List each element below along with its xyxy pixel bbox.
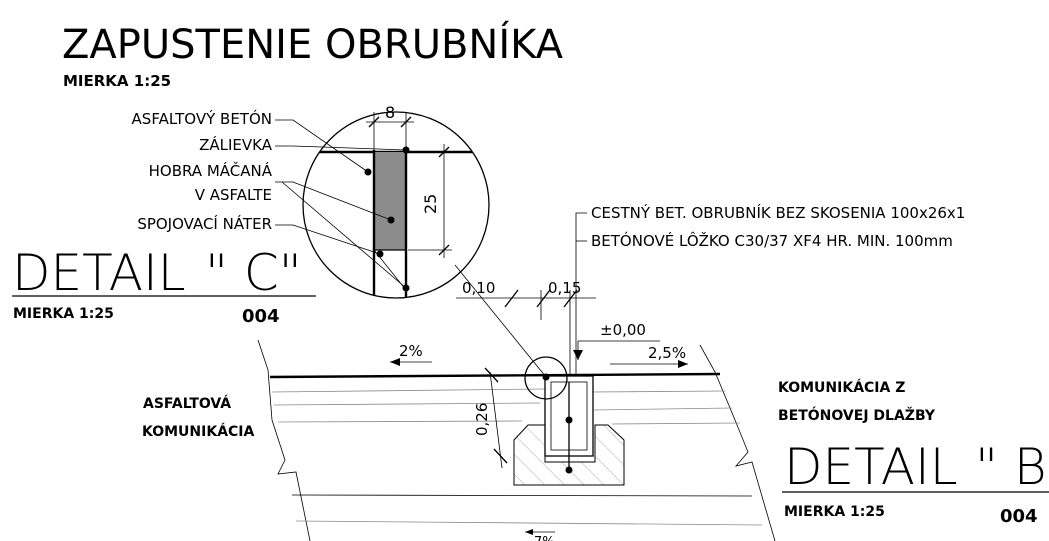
detail-b-letter: " B' [975,438,1049,496]
road-surface-line [269,372,721,379]
label-hobra-line2: V ASFALTE [195,186,272,204]
detail-c-marker-circle [524,356,568,400]
dimension-curb-height: 0,26 [473,403,491,436]
dimension-curb-width: 0,15 [548,279,581,297]
detail-c-word: DETAIL [12,244,186,302]
slope-left: 2% [399,342,423,360]
label-asphalt-concrete: ASFALTOVÝ BETÓN [132,109,272,128]
slope-bottom: 7% [534,535,555,541]
label-concrete-bed: BETÓNOVÉ LÔŽKO C30/37 XF4 HR. MIN. 100mm [591,231,953,250]
detail-c-scale: MIERKA 1:25 [13,306,114,322]
label-sealant: ZÁLIEVKA [199,135,273,154]
curb-cross-section [257,212,776,541]
label-asphalt-road-line1: ASFALTOVÁ [143,395,231,412]
label-paving-road-line1: KOMUNIKÁCIA Z [778,379,905,396]
detail-c-width-dimension: 8 [385,103,395,122]
detail-b-sheet: 004 [1000,506,1038,527]
drawing-scale: MIERKA 1:25 [63,72,171,90]
label-tack-coat: SPOJOVACÍ NÁTER [137,214,272,233]
label-hobra-line1: HOBRA MÁČANÁ [149,161,273,180]
detail-c-letter: " C" [205,244,302,302]
label-asphalt-road-line2: KOMUNIKÁCIA [142,423,255,440]
detail-c-height-dimension: 25 [421,194,440,214]
detail-c-magnified-view: 8 25 [275,103,490,299]
detail-c-sheet: 004 [242,306,280,327]
detail-c-circle [302,111,490,299]
dimension-left-offset: 0,10 [462,279,495,297]
level-marker: ±0,00 [600,321,646,339]
label-paving-road-line2: BETÓNOVEJ DLAŽBY [778,406,936,424]
concrete-bed [513,424,625,486]
detail-b-word: DETAIL [784,438,958,496]
detail-c-joint-filler [374,152,406,250]
detail-b-scale: MIERKA 1:25 [784,504,885,520]
slope-right: 2,5% [648,344,686,362]
drawing-title: ZAPUSTENIE OBRUBNÍKA [62,20,564,68]
label-curb-stone: CESTNÝ BET. OBRUBNÍK BEZ SKOSENIA 100x26… [591,203,965,222]
